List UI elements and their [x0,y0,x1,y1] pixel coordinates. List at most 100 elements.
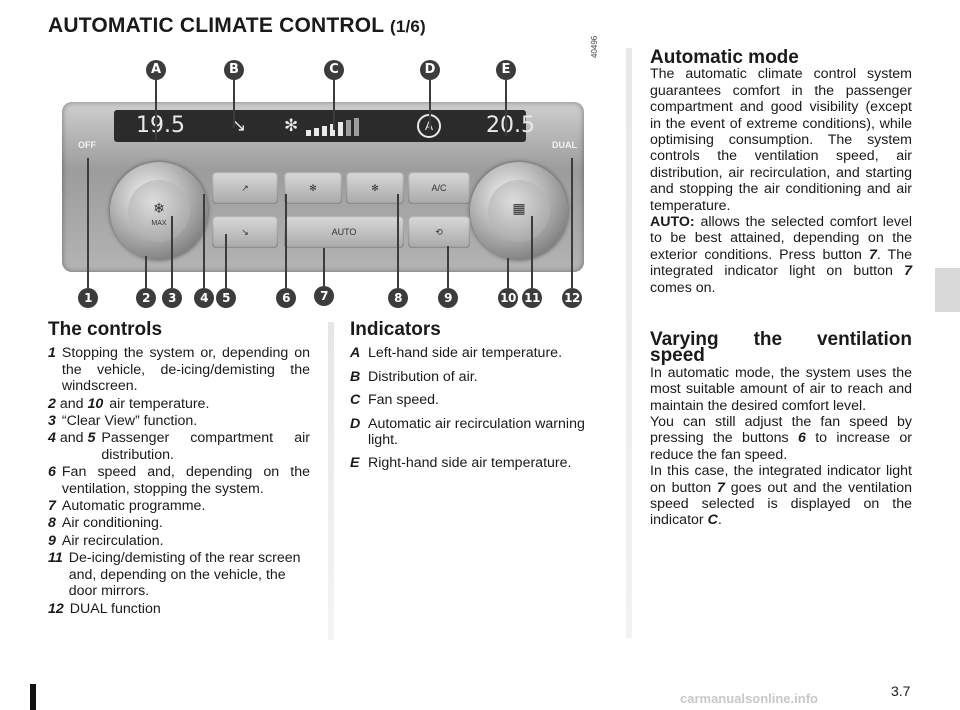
leader-10 [507,258,509,288]
column-divider-right [626,48,632,638]
dual-button[interactable]: DUAL [552,140,577,150]
ventilation-text-3: In this case, the integrated indicator l… [650,463,912,529]
auto-button[interactable]: AUTO [284,216,404,248]
automatic-mode-section: Automatic mode The automatic climate con… [650,47,912,296]
ventilation-section: Varying the ventilation speed In automat… [650,329,912,529]
leader-5 [225,234,227,288]
callout-11: 11 [522,288,542,308]
corner-mark [30,684,36,710]
leader-11 [531,216,533,288]
callout-2: 2 [136,288,156,308]
ventilation-heading: Varying the ventilation speed [650,329,912,367]
callout-e: E [496,60,516,80]
fan-speed-bar [346,120,351,136]
rear-defrost-button[interactable] [488,180,550,242]
figure-reference: 40496 [590,35,599,58]
leader-6 [285,194,287,288]
callout-4: 4 [194,288,214,308]
callout-12: 12 [562,288,582,308]
callout-10: 10 [498,288,518,308]
air-distribution-upper-button[interactable]: ↗ [212,172,278,204]
right-temperature-knob[interactable]: ▦ [470,162,568,260]
fan-icon: ✻ [284,116,299,135]
fan-large-icon: ✻ [371,183,379,193]
indicators-heading: Indicators [350,319,441,340]
callout-9: 9 [438,288,458,308]
control-panel: OFF DUAL 19.5 ↘ ✻ A 20.5 ❄ MAX ▦ ↗ ↘ ✻ ✻… [62,102,584,272]
leader-7 [323,248,325,286]
page-title: AUTOMATIC CLIMATE CONTROL (1/6) [48,14,426,37]
air-distribution-icon: ↘ [232,116,247,135]
leader-a [155,80,157,140]
air-distribution-lower-button[interactable]: ↘ [212,216,278,248]
fan-small-icon: ✻ [309,183,317,193]
chapter-tab [935,268,960,312]
callout-3: 3 [162,288,182,308]
callout-7: 7 [314,286,334,306]
leader-8 [397,194,399,288]
left-temperature-knob[interactable]: ❄ MAX [110,162,208,260]
fan-speed-bars [306,118,359,136]
recirculation-button[interactable]: ⟲ [408,216,470,248]
rear-screen-defrost-icon: ▦ [512,200,526,216]
callout-5: 5 [216,288,236,308]
leader-4 [203,194,205,288]
leader-b [233,80,235,128]
fan-speed-bar [338,122,343,136]
ac-button[interactable]: A/C [408,172,470,204]
max-label: MAX [151,220,167,227]
ventilation-text-2: You can still adjust the fan speed by pr… [650,414,912,463]
page-part: (1/6) [389,17,426,36]
automatic-mode-text: The automatic climate control system gua… [650,66,912,214]
off-button[interactable]: OFF [78,140,96,150]
callout-c: C [324,60,344,80]
climate-panel-figure: 40496 A B C D E OFF DUAL 19.5 ↘ ✻ A 20.5… [48,36,618,318]
air-upper-icon: ↗ [241,183,249,193]
right-temperature-readout: 20.5 [486,113,535,138]
fan-speed-bar [330,124,335,136]
defrost-button[interactable] [128,180,190,242]
leader-e [505,80,507,136]
fan-increase-button[interactable]: ✻ [346,172,404,204]
controls-item: 3“Clear View” function. [48,413,198,430]
callout-8: 8 [388,288,408,308]
leader-12 [571,158,573,288]
leader-9 [447,246,449,288]
windscreen-defrost-icon: ❄ [153,200,165,216]
left-temperature-readout: 19.5 [136,113,185,138]
callout-1: 1 [78,288,98,308]
leader-c [333,80,335,130]
page-number: 3.7 [891,683,911,699]
callout-a: A [146,60,166,80]
fan-decrease-button[interactable]: ✻ [284,172,342,204]
automatic-mode-auto-text: AUTO: allows the selected comfort level … [650,214,912,296]
leader-3 [171,216,173,288]
leader-1 [87,158,89,288]
controls-heading: The controls [48,319,163,340]
automatic-mode-heading: Automatic mode [650,47,799,68]
watermark: carmanualsonline.info [680,691,818,706]
fan-speed-bar [306,130,311,136]
callout-6: 6 [276,288,296,308]
leader-d [429,80,431,130]
ventilation-text-1: In automatic mode, the system uses the m… [650,364,912,414]
callout-b: B [224,60,244,80]
fan-speed-bar [354,118,359,136]
fan-speed-bar [314,128,319,136]
fan-speed-bar [322,126,327,136]
